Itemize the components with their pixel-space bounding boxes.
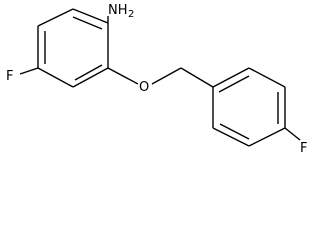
fluorine-right-label: F: [300, 141, 307, 156]
bond-r1-r2: [212, 67, 250, 88]
amine-subscript: 2: [128, 9, 134, 20]
structure-diagram: NH 2 O F F: [6, 3, 307, 156]
double-bond-r5-r6: [219, 123, 250, 140]
double-bond-c5-c6: [74, 64, 103, 81]
aniline-ring: [37, 8, 109, 88]
bond-c4-c5: [37, 67, 74, 88]
bond-o-ch2: [151, 67, 182, 85]
bond-ch2-ring: [180, 67, 214, 88]
bond-r5-r6: [212, 127, 250, 147]
bond-c5-c6: [72, 67, 109, 88]
bond-c2-c3: [37, 8, 74, 27]
amine-label: NH: [108, 3, 128, 18]
ether-oxygen-label: O: [139, 80, 149, 95]
bond-c6-o: [107, 67, 139, 85]
bond-c1-c2: [72, 8, 109, 24]
double-bond-c1-c2: [72, 16, 103, 30]
bond-r2-r3: [248, 67, 286, 88]
fluorobenzyl-ring: [212, 67, 286, 147]
fluorine-left-label: F: [6, 69, 13, 84]
bond-c4-f: [19, 67, 39, 75]
bond-r4-f: [284, 127, 301, 141]
double-bond-r1-r2: [218, 75, 250, 93]
bond-r4-r5: [248, 127, 286, 147]
